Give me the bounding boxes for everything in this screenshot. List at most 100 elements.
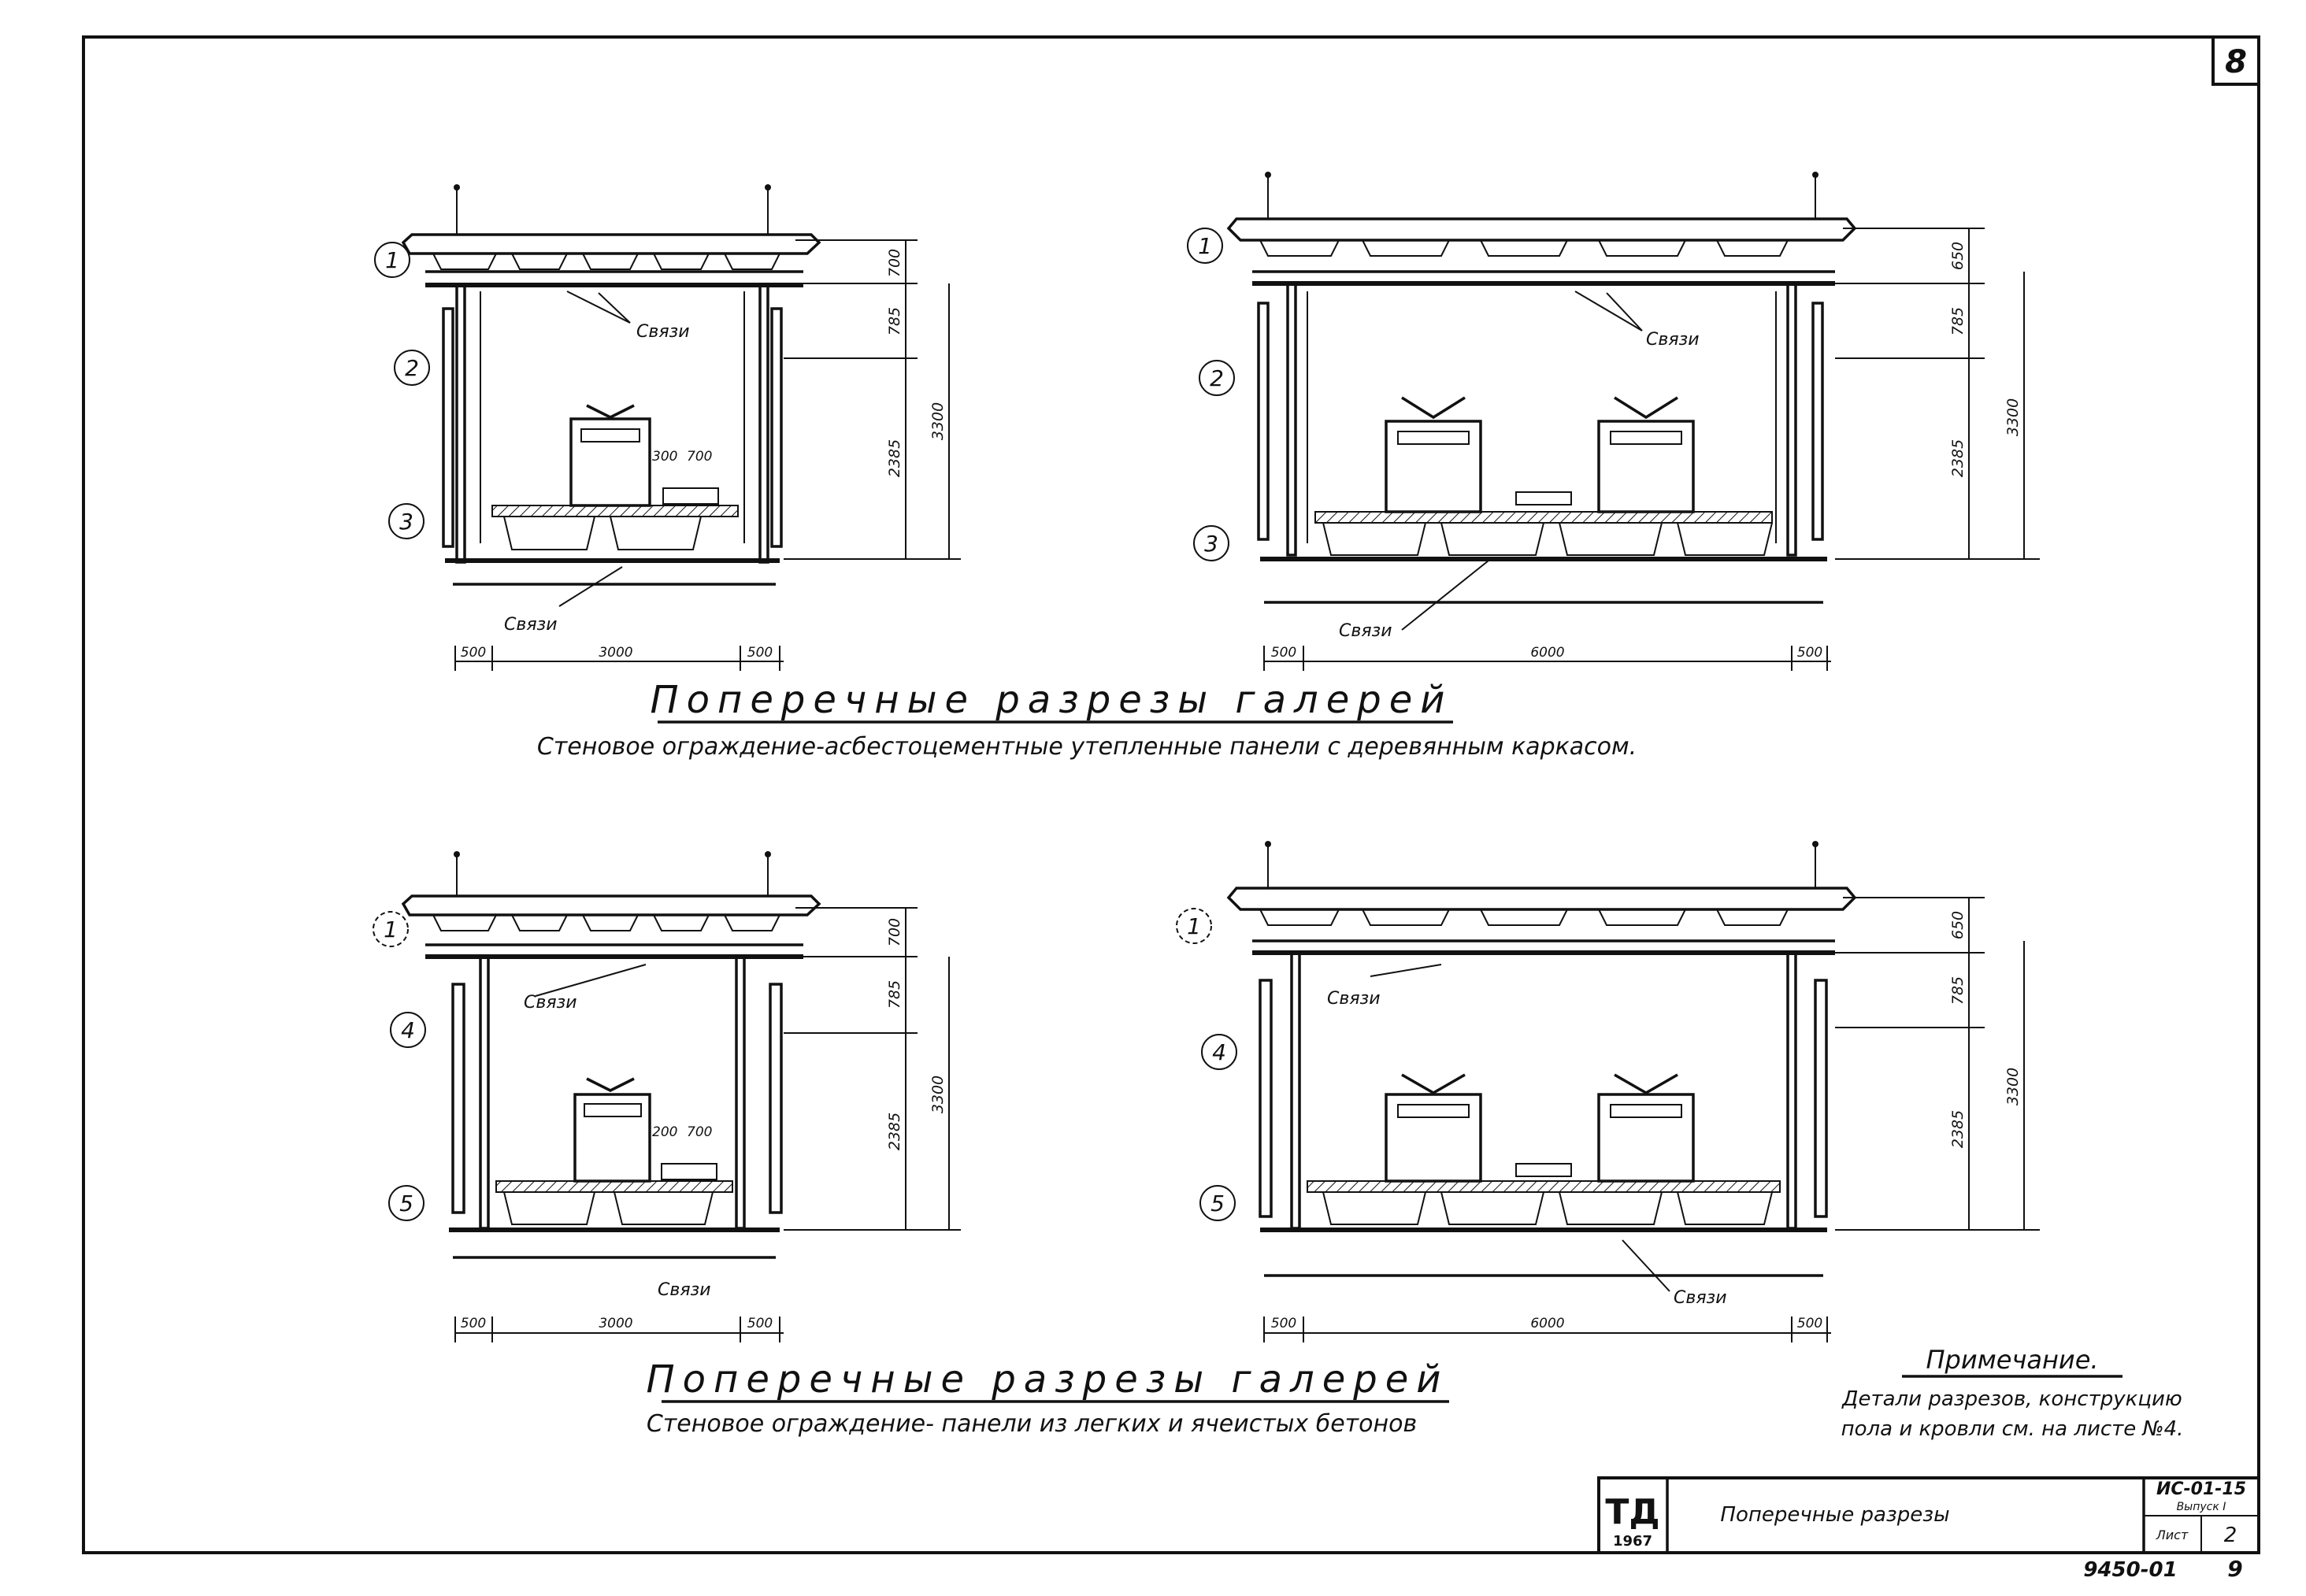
issue-label: Выпуск I: [2177, 1501, 2226, 1513]
section-bottom-wide: Связи Связи 1 4 5 500 6000 500 650 785 2…: [1176, 841, 2040, 1342]
column-right: [735, 955, 746, 1230]
dims-horizontal: 500 3000 500: [454, 1316, 784, 1342]
wall-panel-left: [451, 983, 465, 1214]
conveyor-frame-left: [1385, 420, 1482, 513]
section-bottom-narrow: Связи Связи 200 700 1 4 5 500 3000 500 7…: [373, 851, 961, 1342]
caption-bottom: Поперечные разрезы галерей Стеновое огра…: [647, 1357, 1449, 1438]
column-right: [1786, 282, 1797, 557]
svg-text:500: 500: [1271, 645, 1296, 661]
equipment-width-label: 700: [687, 449, 712, 465]
dims-horizontal: 500 6000 500: [1263, 645, 1831, 671]
title-block: ТД 1967 Поперечные разрезы ИС-01-15 Выпу…: [1597, 1476, 2260, 1554]
svg-text:500: 500: [747, 645, 773, 661]
sheet-value: 2: [2224, 1524, 2237, 1547]
svg-text:3300: 3300: [929, 1076, 947, 1113]
callout-3: 3: [1193, 525, 1229, 561]
callout-2: 2: [1199, 360, 1235, 396]
bracing-label-bottom: Связи: [1674, 1288, 1727, 1308]
svg-text:1: 1: [385, 247, 399, 273]
caption-top-title: Поперечные разрезы галерей: [651, 678, 1453, 722]
svg-text:5: 5: [399, 1191, 413, 1216]
bracing-label-top: Связи: [1327, 989, 1381, 1009]
callout-1: 1: [1187, 228, 1223, 264]
svg-text:785: 785: [886, 980, 903, 1009]
roof-panels: [1259, 239, 1789, 257]
callout-1: 1: [373, 911, 409, 947]
org-year: 1967: [1613, 1533, 1652, 1550]
roof-panels: [432, 914, 780, 931]
caption-top: Поперечные разрезы галерей Стеновое огра…: [537, 678, 1637, 761]
roof-slab: [1226, 217, 1857, 242]
bracing-label-top: Связи: [1646, 330, 1700, 350]
svg-text:2385: 2385: [1949, 439, 1967, 477]
svg-text:3000: 3000: [599, 1316, 632, 1331]
callout-5: 5: [1199, 1185, 1236, 1221]
svg-text:2385: 2385: [886, 439, 903, 477]
caption-top-subtitle: Стеновое ограждение-асбестоцементные уте…: [537, 733, 1637, 761]
svg-text:785: 785: [886, 307, 903, 335]
column-left: [455, 283, 466, 564]
svg-text:3: 3: [399, 509, 413, 535]
callout-4: 4: [1201, 1034, 1237, 1070]
column-left: [479, 955, 490, 1230]
dims-vertical: 650 785 2385 3300: [1835, 228, 2040, 560]
sheet-label: Лист: [2156, 1527, 2189, 1542]
roof-slab: [401, 894, 821, 916]
section-top-wide: Связи Связи 1 2 3 500 6000 500 650 785 2…: [1187, 172, 2040, 671]
roof-slab: [401, 233, 821, 255]
dims-vertical: 700 785 2385 3300: [784, 239, 961, 560]
wall-panel-right: [770, 307, 783, 548]
conveyor-frame-right: [1597, 1093, 1695, 1183]
svg-text:4: 4: [401, 1017, 415, 1043]
wall-panel-right: [1811, 302, 1824, 541]
callout-5: 5: [388, 1185, 424, 1221]
archive-number: 9450-01: [2083, 1558, 2177, 1582]
svg-text:785: 785: [1949, 976, 1967, 1005]
bracing-label-bottom: Связи: [1339, 621, 1392, 641]
conveyor-frame-left: [1385, 1093, 1482, 1183]
column-right: [758, 283, 769, 564]
column-left: [1286, 282, 1297, 557]
svg-text:5: 5: [1210, 1191, 1225, 1216]
bracing-label-bottom: Связи: [658, 1280, 711, 1300]
wall-panel-right: [1814, 979, 1828, 1218]
caption-bottom-title: Поперечные разрезы галерей: [647, 1357, 1449, 1402]
floor-slab: [491, 505, 739, 517]
section-top-narrow: Связи Связи 300 700 1 2 3 500 3000 500 7…: [374, 184, 961, 671]
roof-panels: [432, 253, 780, 270]
org-mark: ТД: [1605, 1492, 1659, 1532]
floor-slab: [1314, 511, 1773, 524]
svg-text:500: 500: [747, 1316, 773, 1331]
callout-2: 2: [394, 350, 430, 386]
sheet-number-box: 8: [2211, 35, 2260, 86]
svg-text:3300: 3300: [2004, 398, 2022, 436]
svg-text:500: 500: [1797, 645, 1822, 661]
svg-text:500: 500: [1797, 1316, 1822, 1331]
conveyor-frame: [569, 417, 651, 507]
svg-text:2: 2: [405, 355, 419, 381]
svg-text:3300: 3300: [929, 402, 947, 440]
dims-vertical: 700 785 2385 3300: [784, 907, 961, 1231]
svg-text:2385: 2385: [886, 1113, 903, 1150]
equipment-gap-label: 300: [652, 449, 677, 465]
svg-text:4: 4: [1212, 1039, 1226, 1065]
bracing-label-top: Связи: [524, 993, 577, 1013]
svg-text:3300: 3300: [2004, 1068, 2022, 1105]
svg-text:500: 500: [461, 645, 486, 661]
wall-panel-left: [1257, 302, 1270, 541]
dims-horizontal: 500 6000 500: [1263, 1316, 1831, 1342]
svg-text:650: 650: [1949, 911, 1967, 939]
column-left: [1290, 951, 1301, 1230]
svg-text:1: 1: [1187, 913, 1201, 939]
callout-3: 3: [388, 503, 424, 539]
callout-1: 1: [1176, 908, 1212, 944]
dims-vertical: 650 785 2385 3300: [1835, 897, 2040, 1231]
callout-1: 1: [374, 242, 410, 278]
roof-panels: [1259, 909, 1789, 926]
bracing-label-bottom: Связи: [504, 615, 558, 635]
svg-text:700: 700: [886, 249, 903, 277]
svg-text:1: 1: [1198, 233, 1212, 259]
svg-text:785: 785: [1949, 307, 1967, 335]
svg-text:650: 650: [1949, 242, 1967, 270]
